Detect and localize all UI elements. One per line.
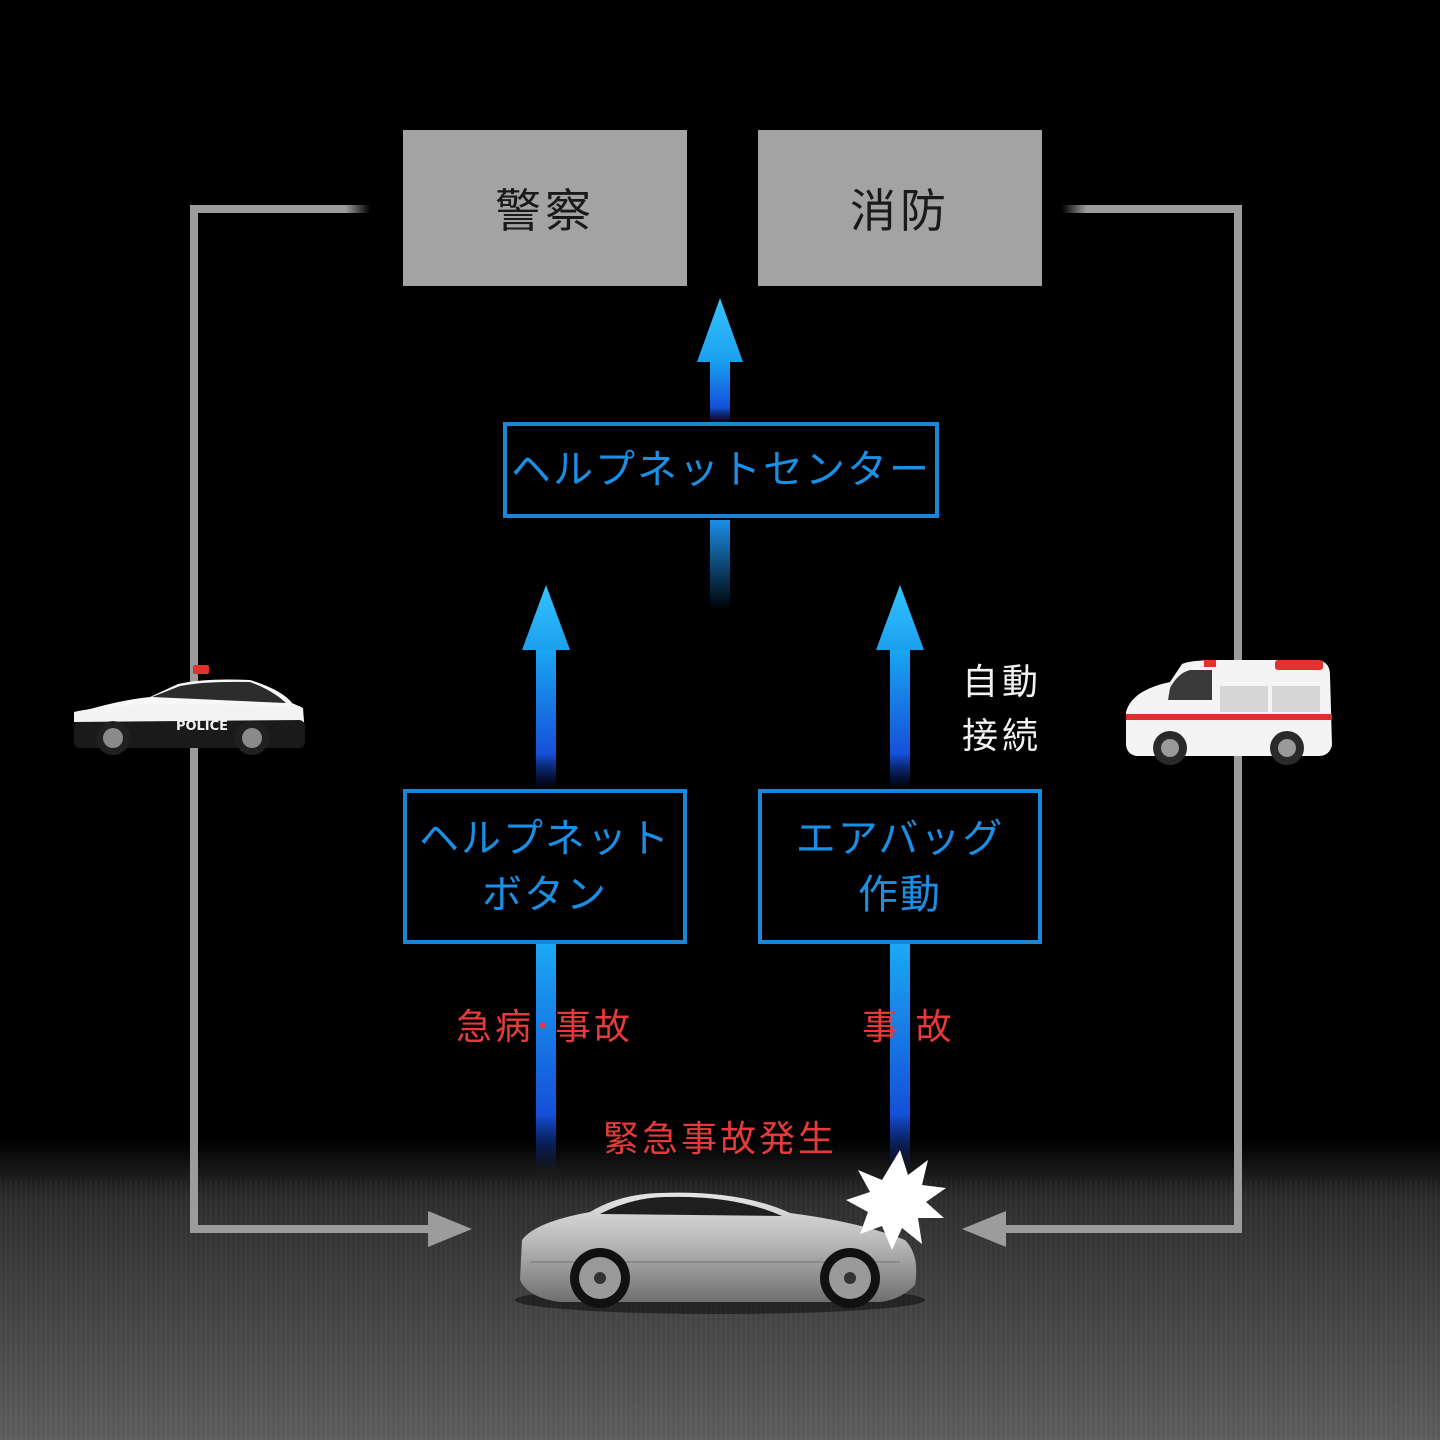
helpnet-button-line1: ヘルプネット: [419, 815, 671, 862]
auto-connect-label: 自動 接続: [962, 656, 1042, 764]
helpnet-button-box: ヘルプネット ボタン: [403, 789, 687, 944]
impact-burst-icon: [846, 1150, 946, 1250]
airbag-box: エアバッグ 作動: [758, 789, 1042, 944]
helpnet-center-box: ヘルプネットセンター: [503, 422, 939, 518]
airbag-to-center-arrow: [876, 585, 924, 1172]
center-to-agencies-arrow: [697, 298, 743, 610]
airbag-line1: エアバッグ: [795, 815, 1005, 862]
fire-box: 消防: [758, 130, 1042, 286]
button-to-center-arrow: [522, 585, 570, 1172]
helpnet-center-label: ヘルプネットセンター: [511, 447, 931, 493]
ambulance: [1126, 660, 1332, 765]
police-car-text: POLICE: [176, 719, 228, 734]
illness-accident-label: 急病･事故: [456, 1007, 634, 1048]
accident-label: 事 故: [862, 1007, 955, 1048]
helpnet-button-line2: ボタン: [482, 871, 608, 918]
accident-car: [515, 1192, 925, 1314]
arrow-to-car-right: [962, 1211, 1006, 1247]
emergency-label: 緊急事故発生: [603, 1119, 838, 1160]
police-car: POLICE: [74, 665, 305, 755]
auto-connect-line2: 接続: [962, 716, 1043, 757]
arrow-to-car-left: [428, 1211, 472, 1247]
police-box: 警察: [403, 130, 687, 286]
airbag-line2: 作動: [858, 871, 942, 918]
police-label: 警察: [495, 184, 595, 238]
fire-label: 消防: [850, 184, 950, 238]
auto-connect-line1: 自動: [962, 662, 1043, 703]
